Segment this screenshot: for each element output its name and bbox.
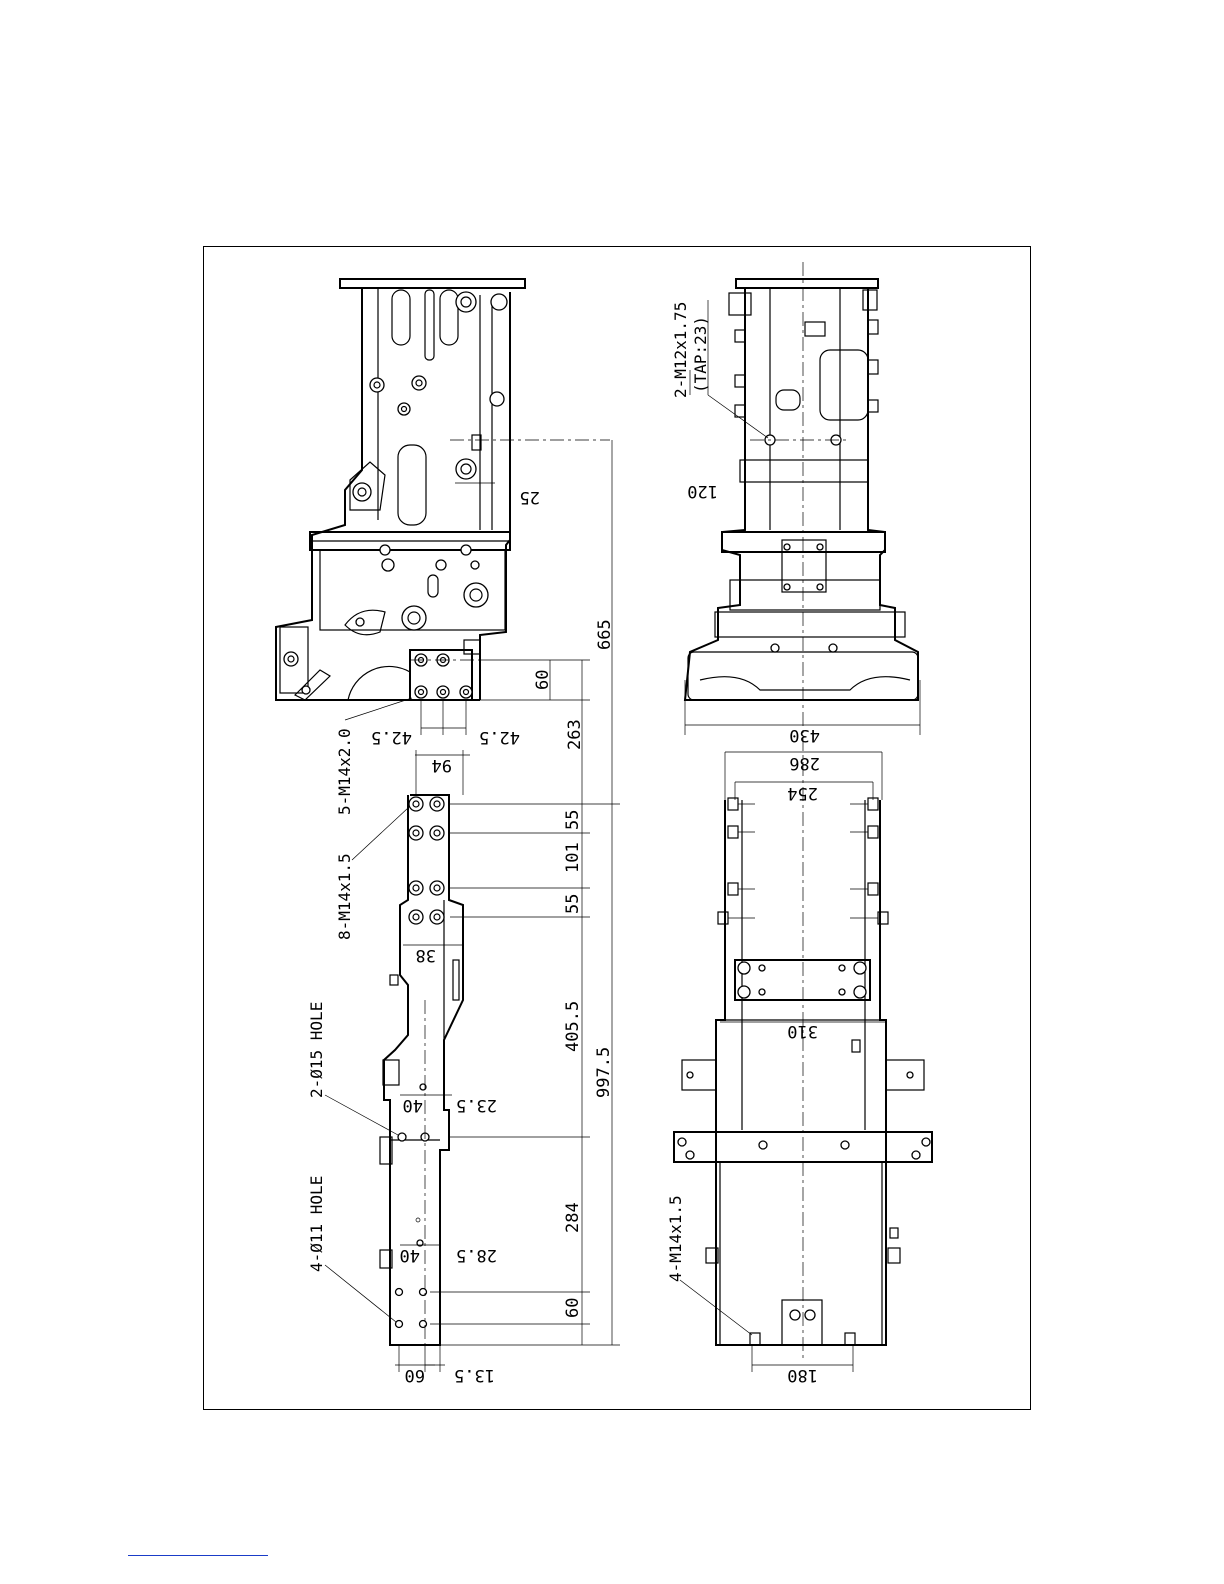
dim-38: 38 <box>416 945 436 965</box>
footer-rule <box>128 1555 268 1556</box>
dim-430: 430 <box>789 725 820 745</box>
dim-286: 286 <box>789 753 820 773</box>
dimension-labels: 25 665 60 263 42.5 42.5 94 55 101 55 38 … <box>371 481 820 1385</box>
dim-254: 254 <box>787 783 818 803</box>
dim-405-5: 405.5 <box>563 1001 583 1052</box>
dim-665: 665 <box>595 619 615 650</box>
mount-bracket-view <box>380 795 463 1345</box>
dim-28-5: 28.5 <box>456 1245 497 1265</box>
dim-55-b: 55 <box>563 894 583 914</box>
dim-42-5-right: 42.5 <box>479 727 520 747</box>
dim-60-width: 60 <box>405 1365 425 1385</box>
dim-23-5: 23.5 <box>456 1095 497 1115</box>
note-2-m12: 2-M12x1.75 <box>671 302 690 398</box>
dim-120: 120 <box>687 481 718 501</box>
dim-25: 25 <box>520 487 540 507</box>
dim-40-a: 40 <box>403 1095 423 1115</box>
dim-997-5: 997.5 <box>594 1047 614 1098</box>
note-4-hole-11: 4-Ø11 HOLE <box>307 1176 326 1272</box>
callout-notes: 2-M12x1.75 (TAP:23) 5-M14x2.0 8-M14x1.5 … <box>307 302 710 1282</box>
dim-40-b: 40 <box>400 1245 420 1265</box>
dim-310: 310 <box>787 1021 818 1041</box>
dim-42-5-left: 42.5 <box>371 727 412 747</box>
note-tap-depth: (TAP:23) <box>691 316 710 393</box>
dim-55-a: 55 <box>563 810 583 830</box>
dim-60-bottom: 60 <box>563 1298 583 1318</box>
dim-13-5: 13.5 <box>454 1365 495 1385</box>
dim-94: 94 <box>432 755 452 775</box>
note-2-hole-15: 2-Ø15 HOLE <box>307 1002 326 1098</box>
note-4-m14: 4-M14x1.5 <box>666 1195 685 1282</box>
dim-284: 284 <box>563 1202 583 1233</box>
side-elevation-view <box>276 279 610 700</box>
note-8-m14: 8-M14x1.5 <box>335 853 354 940</box>
dim-180: 180 <box>787 1365 818 1385</box>
note-5-m14: 5-M14x2.0 <box>335 728 354 815</box>
dim-101: 101 <box>563 842 583 873</box>
dim-263: 263 <box>565 719 585 750</box>
dim-60-top: 60 <box>533 670 553 690</box>
